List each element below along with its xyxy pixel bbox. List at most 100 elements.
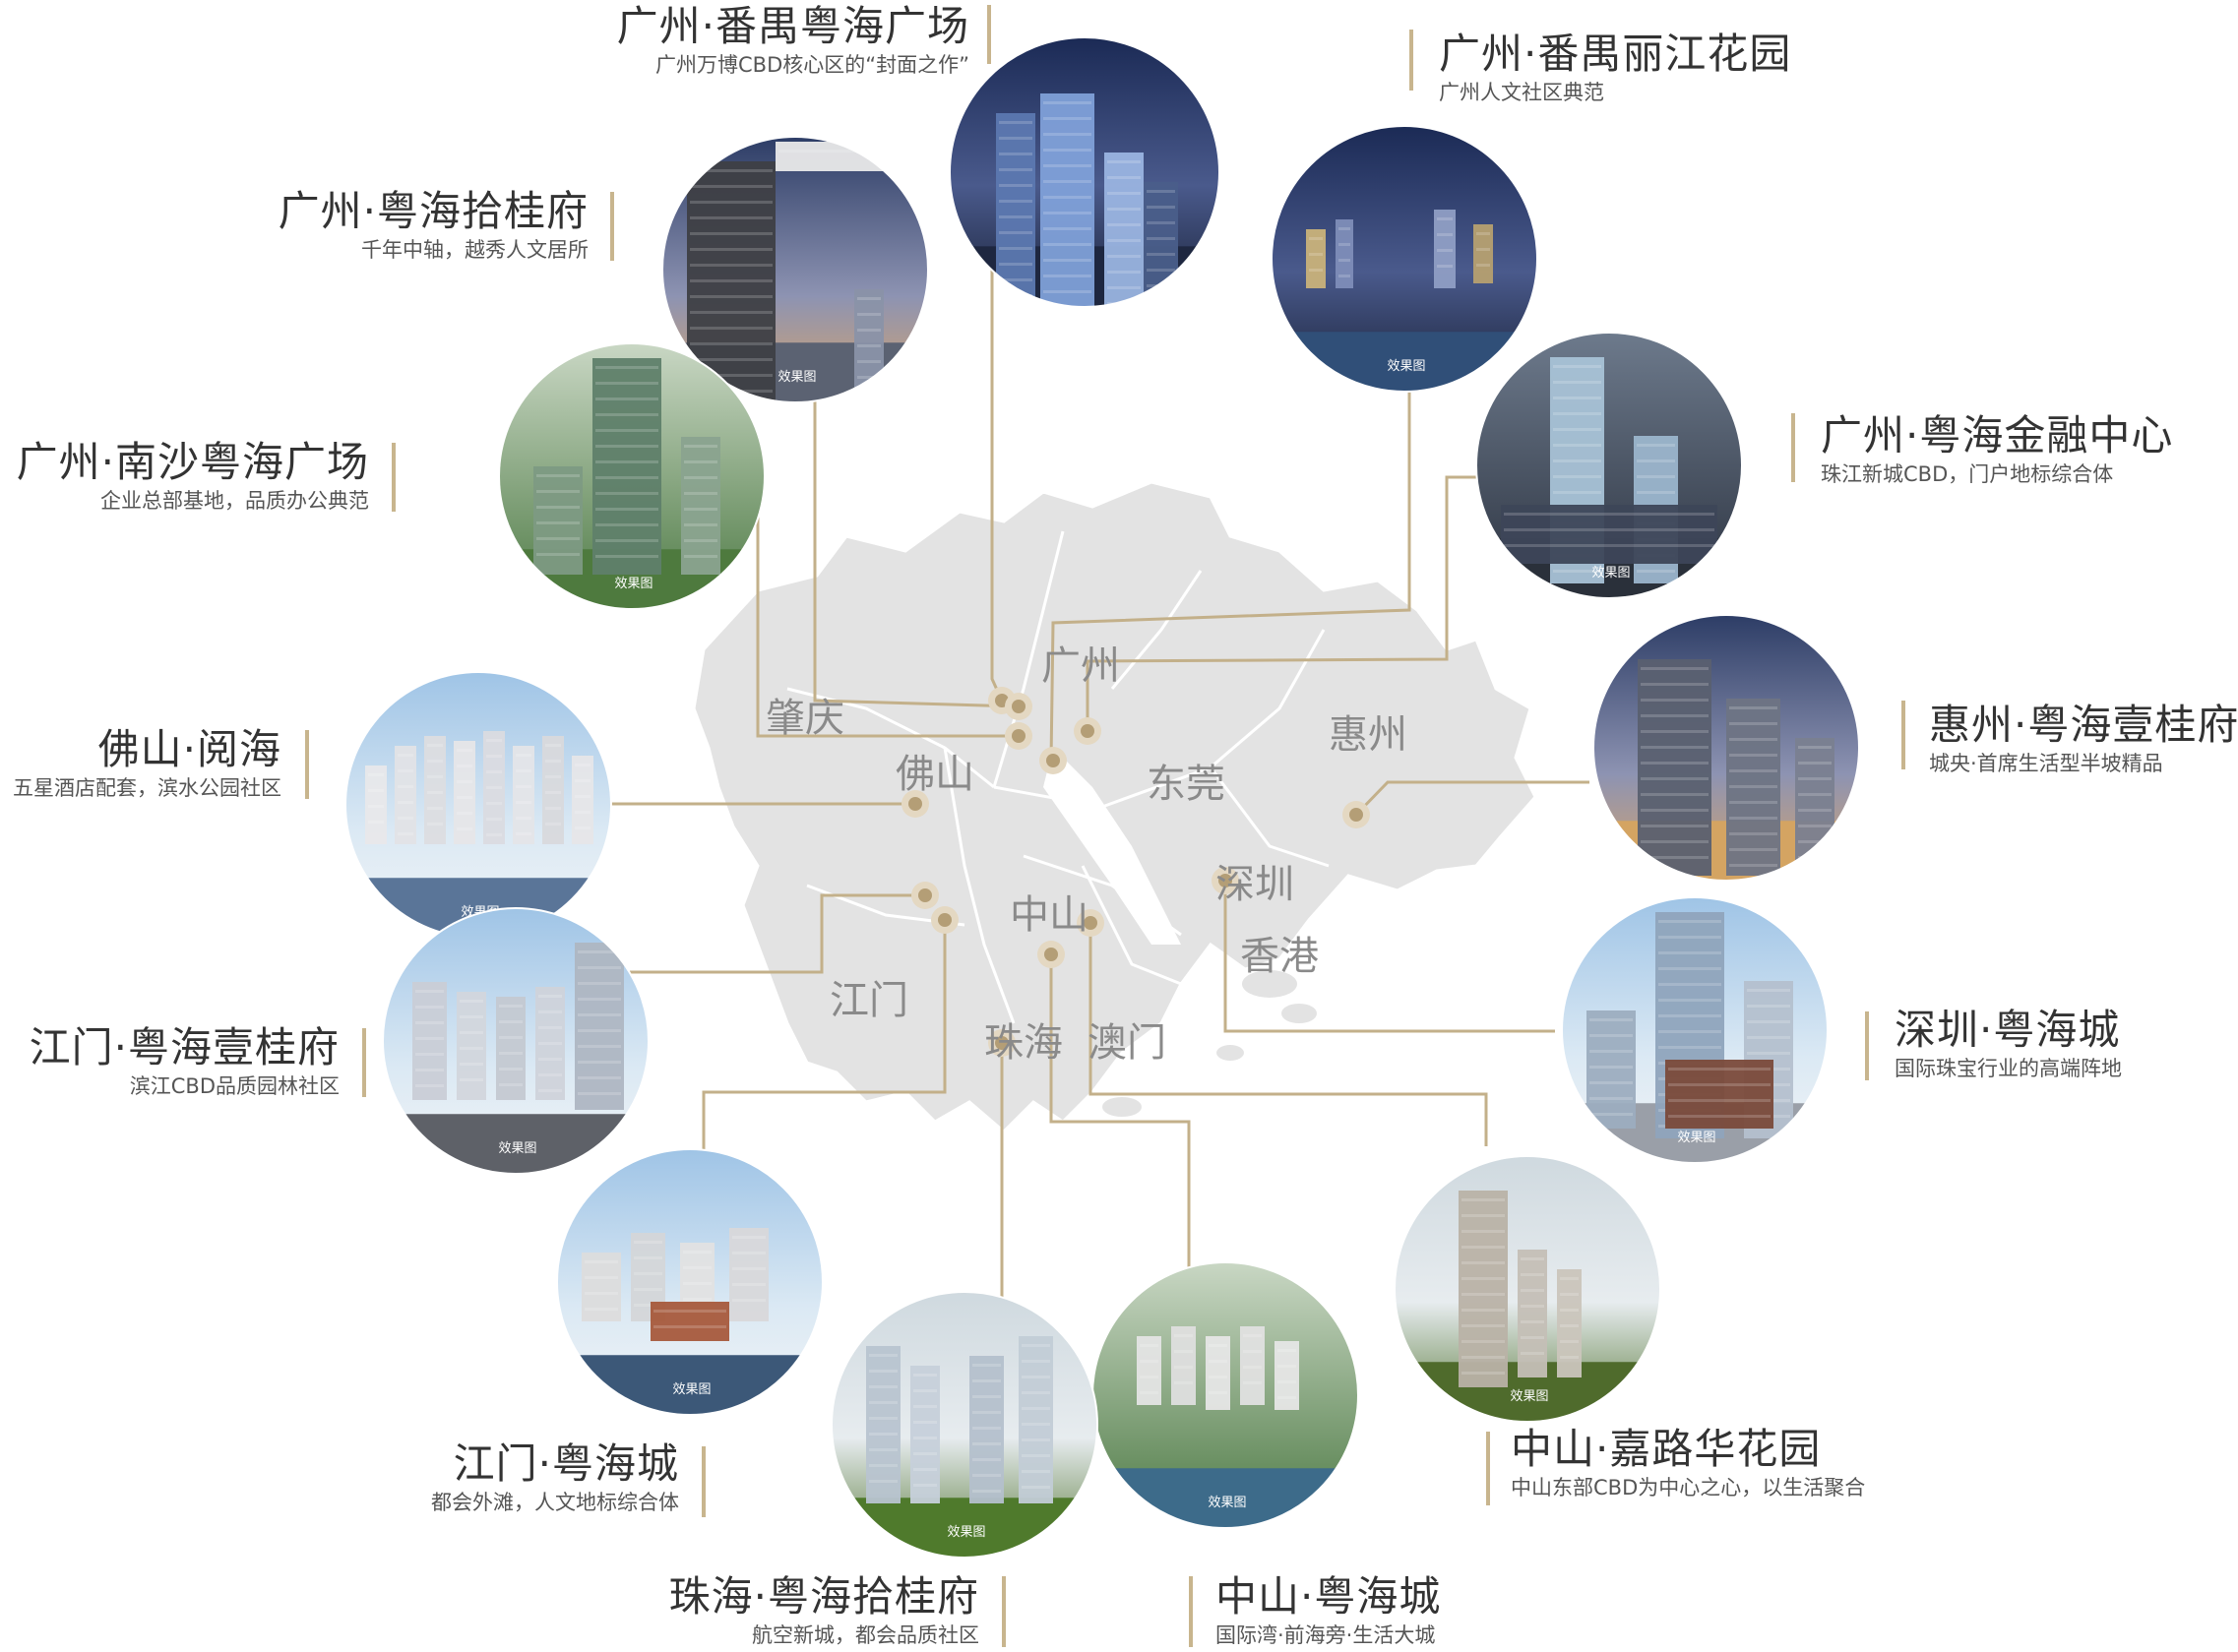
project-photo-towers-lawn: 效果图 (832, 1292, 1097, 1558)
project-photo-green-office: 效果图 (499, 343, 765, 609)
location-dot (908, 797, 922, 811)
location-dot (1081, 724, 1094, 738)
project-label: 惠州·粤海壹桂府城央·首席生活型半坡精品 (1929, 701, 2238, 777)
project-title: 佛山·阅海 (97, 725, 281, 773)
project-subtitle: 广州万博CBD核心区的“封面之作” (655, 53, 969, 77)
location-dot (938, 913, 952, 927)
project-subtitle: 城央·首席生活型半坡精品 (1929, 752, 2163, 775)
photo-caption: 效果图 (498, 1141, 536, 1156)
project-subtitle: 国际湾·前海旁·生活大城 (1215, 1623, 1436, 1647)
project-photo-plaza-towers: 效果图 (383, 908, 649, 1174)
project-title: 中山·嘉路华花园 (1511, 1425, 1822, 1473)
project-label: 中山·嘉路华花园中山东部CBD为中心之心，以生活聚合 (1511, 1425, 1865, 1501)
location-dot (918, 888, 932, 902)
project-title: 珠海·粤海拾桂府 (668, 1572, 979, 1621)
project-photo-waterfront-towers: 效果图 (345, 672, 611, 938)
map-city-label: 珠海 (984, 1020, 1063, 1066)
project-subtitle: 都会外滩，人文地标综合体 (431, 1491, 679, 1514)
map-district-border (1209, 766, 1330, 868)
photo-caption: 效果图 (672, 1382, 711, 1397)
label-accent-bar (392, 443, 396, 512)
project-label: 广州·粤海金融中心珠江新城CBD，门户地标综合体 (1821, 411, 2173, 488)
location-dot (1349, 808, 1363, 822)
project-title: 广州·南沙粤海广场 (16, 438, 369, 486)
map-city-label: 佛山 (896, 752, 974, 797)
location-dot (1044, 948, 1058, 961)
label-accent-bar (610, 192, 614, 261)
project-photo-twin-towers: 效果图 (1476, 333, 1742, 598)
location-dots (901, 687, 1370, 1057)
map-city-label: 澳门 (1088, 1020, 1166, 1066)
connector-line (1088, 923, 1488, 1146)
label-accent-bar (1791, 413, 1795, 482)
label-accent-bar (362, 1028, 366, 1097)
project-photo-residential-aerial: 效果图 (1092, 1262, 1358, 1528)
project-photo-riverside-aerial: 效果图 (557, 1149, 823, 1415)
project-title: 江门·粤海壹桂府 (29, 1023, 340, 1071)
project-label: 珠海·粤海拾桂府航空新城，都会品质社区 (669, 1572, 979, 1649)
label-accent-bar (987, 5, 991, 64)
photo-caption: 效果图 (1677, 1131, 1715, 1145)
project-title: 江门·粤海城 (453, 1439, 679, 1488)
connector-line (1354, 780, 1589, 817)
project-title: 中山·粤海城 (1215, 1572, 1442, 1621)
location-dot (1046, 754, 1060, 767)
location-dot (1012, 700, 1026, 713)
map-city-label: 江门 (830, 978, 908, 1023)
map-island (1102, 1097, 1142, 1117)
label-accent-bar (1865, 1011, 1869, 1080)
project-photo-tower-dusk (1593, 615, 1859, 881)
connector-line (1049, 954, 1191, 1318)
project-title: 广州·番禺丽江花园 (1439, 30, 1792, 78)
project-label: 江门·粤海城都会外滩，人文地标综合体 (431, 1439, 679, 1516)
map-island (1242, 970, 1297, 998)
project-title: 广州·粤海拾桂府 (278, 187, 589, 235)
label-accent-bar (305, 730, 309, 799)
project-label: 广州·粤海拾桂府千年中轴，越秀人文居所 (279, 187, 589, 264)
project-photo-street-towers: 效果图 (1562, 897, 1828, 1163)
label-accent-bar (1901, 701, 1905, 769)
project-label: 广州·番禺丽江花园广州人文社区典范 (1439, 30, 1791, 106)
project-label: 江门·粤海壹桂府滨江CBD品质园林社区 (30, 1023, 340, 1100)
map-island (1281, 1004, 1317, 1023)
map-district-border (943, 747, 1016, 1024)
label-accent-bar (702, 1446, 706, 1517)
project-label: 佛山·阅海五星酒店配套，滨水公园社区 (13, 725, 281, 802)
project-photo-river-bridge-night: 效果图 (1272, 126, 1537, 392)
map-city-label: 深圳 (1215, 862, 1294, 907)
location-dot (995, 1036, 1009, 1050)
map-city-label: 东莞 (1147, 762, 1225, 807)
photo-caption: 效果图 (1208, 1496, 1246, 1510)
project-subtitle: 中山东部CBD为中心之心，以生活聚合 (1511, 1476, 1866, 1499)
map-district-border (786, 687, 995, 789)
pearl-river-delta-map (692, 480, 1537, 1134)
project-subtitle: 航空新城，都会品质社区 (752, 1623, 979, 1647)
map-district-border (1110, 570, 1203, 690)
project-subtitle: 滨江CBD品质园林社区 (129, 1074, 340, 1098)
project-label: 广州·番禺粤海广场广州万博CBD核心区的“封面之作” (617, 2, 969, 79)
photo-caption: 效果图 (777, 370, 816, 385)
map-district-border (1081, 865, 1182, 986)
connector-line (1086, 475, 1506, 731)
map-city-label: 肇庆 (766, 696, 844, 741)
project-title: 广州·粤海金融中心 (1821, 411, 2174, 459)
map-city-label: 惠州 (1329, 712, 1407, 758)
connector-line (702, 920, 947, 1161)
photo-caption: 效果图 (947, 1525, 985, 1540)
estuary (1043, 748, 1181, 945)
map-landmass (692, 480, 1537, 1134)
project-subtitle: 千年中轴，越秀人文居所 (361, 238, 589, 262)
project-subtitle: 珠江新城CBD，门户地标综合体 (1821, 462, 2114, 486)
project-label: 中山·粤海城国际湾·前海旁·生活大城 (1215, 1572, 1441, 1649)
location-dot (1218, 874, 1232, 887)
project-subtitle: 广州人文社区典范 (1439, 81, 1604, 104)
location-dot (1012, 729, 1026, 743)
label-accent-bar (1189, 1576, 1193, 1647)
connector-line (1049, 389, 1411, 762)
project-title: 惠州·粤海壹桂府 (1929, 701, 2238, 749)
map-city-labels: 广州肇庆佛山东莞惠州深圳香港中山江门珠海澳门 (766, 643, 1407, 1066)
project-title: 深圳·粤海城 (1895, 1006, 2121, 1054)
connector-line (630, 893, 925, 974)
